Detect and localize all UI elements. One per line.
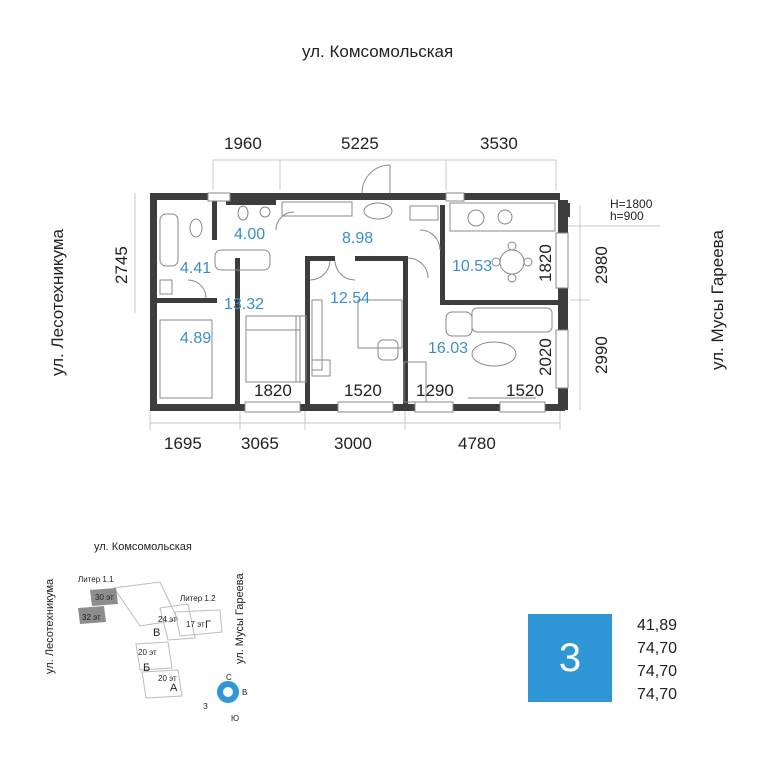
- site-street-top: ул. Комсомольская: [94, 541, 192, 553]
- dim-inner-1: 1820: [254, 381, 292, 400]
- dim-bottom-1: 1695: [164, 434, 202, 453]
- rooms-count-badge: 3: [528, 614, 612, 702]
- area-living: 41,89: [637, 617, 678, 634]
- dim-bottom-2: 3065: [241, 434, 279, 453]
- dim-top-3: 3530: [480, 134, 518, 153]
- rooms-count: 3: [558, 636, 582, 680]
- dim-top-1: 1960: [224, 134, 262, 153]
- dim-inner-4: 1520: [506, 381, 544, 400]
- site-floors-24: 24 эт: [158, 615, 177, 624]
- dim-bottom-4: 4780: [458, 434, 496, 453]
- window-height-note: H=1800: [610, 197, 653, 211]
- room-area-wardrobe: 4.89: [180, 330, 212, 347]
- site-floors-17: 17 эт: [186, 620, 205, 629]
- street-top-label: ул. Комсомольская: [302, 42, 454, 61]
- dim-inner-6: 2020: [536, 338, 555, 376]
- dim-inner-5: 1820: [536, 244, 555, 282]
- site-section-a: А: [170, 682, 178, 694]
- site-floors-30: 30 эт: [95, 593, 114, 602]
- room-area-living: 16.03: [428, 340, 469, 357]
- compass-east: В: [242, 688, 248, 697]
- room-area-bedroom: 13.32: [224, 296, 265, 313]
- site-liter-1: Литер 1.1: [78, 575, 114, 584]
- area-total-2: 74,70: [637, 663, 678, 680]
- site-section-v: В: [153, 627, 161, 639]
- dim-top-2: 5225: [341, 134, 379, 153]
- site-liter-2: Литер 1.2: [180, 594, 216, 603]
- site-street-left: ул. Лесотехникума: [44, 578, 56, 674]
- dim-inner-3: 1290: [416, 381, 454, 400]
- compass-north: С: [226, 673, 232, 682]
- site-section-g: Г: [205, 619, 211, 631]
- room-area-kitchen: 10.53: [452, 258, 493, 275]
- dim-bottom-3: 3000: [334, 434, 372, 453]
- site-floors-20b: 20 эт: [158, 674, 177, 683]
- room-area-wc: 4.00: [234, 226, 266, 243]
- area-total-3: 74,70: [637, 686, 678, 703]
- compass-south: Ю: [231, 714, 240, 723]
- site-plan-map: [78, 581, 239, 703]
- area-total-1: 74,70: [637, 640, 678, 657]
- room-area-hall: 8.98: [342, 230, 374, 247]
- site-section-b: Б: [143, 662, 151, 674]
- room-area-bath: 4.41: [180, 260, 212, 277]
- compass-west: З: [203, 702, 208, 711]
- dim-inner-2: 1520: [344, 381, 382, 400]
- sill-height-note: h=900: [610, 209, 644, 223]
- room-area-room-2: 12.54: [330, 290, 371, 307]
- site-floors-20a: 20 эт: [138, 648, 157, 657]
- site-floors-32: 32 эт: [82, 613, 101, 622]
